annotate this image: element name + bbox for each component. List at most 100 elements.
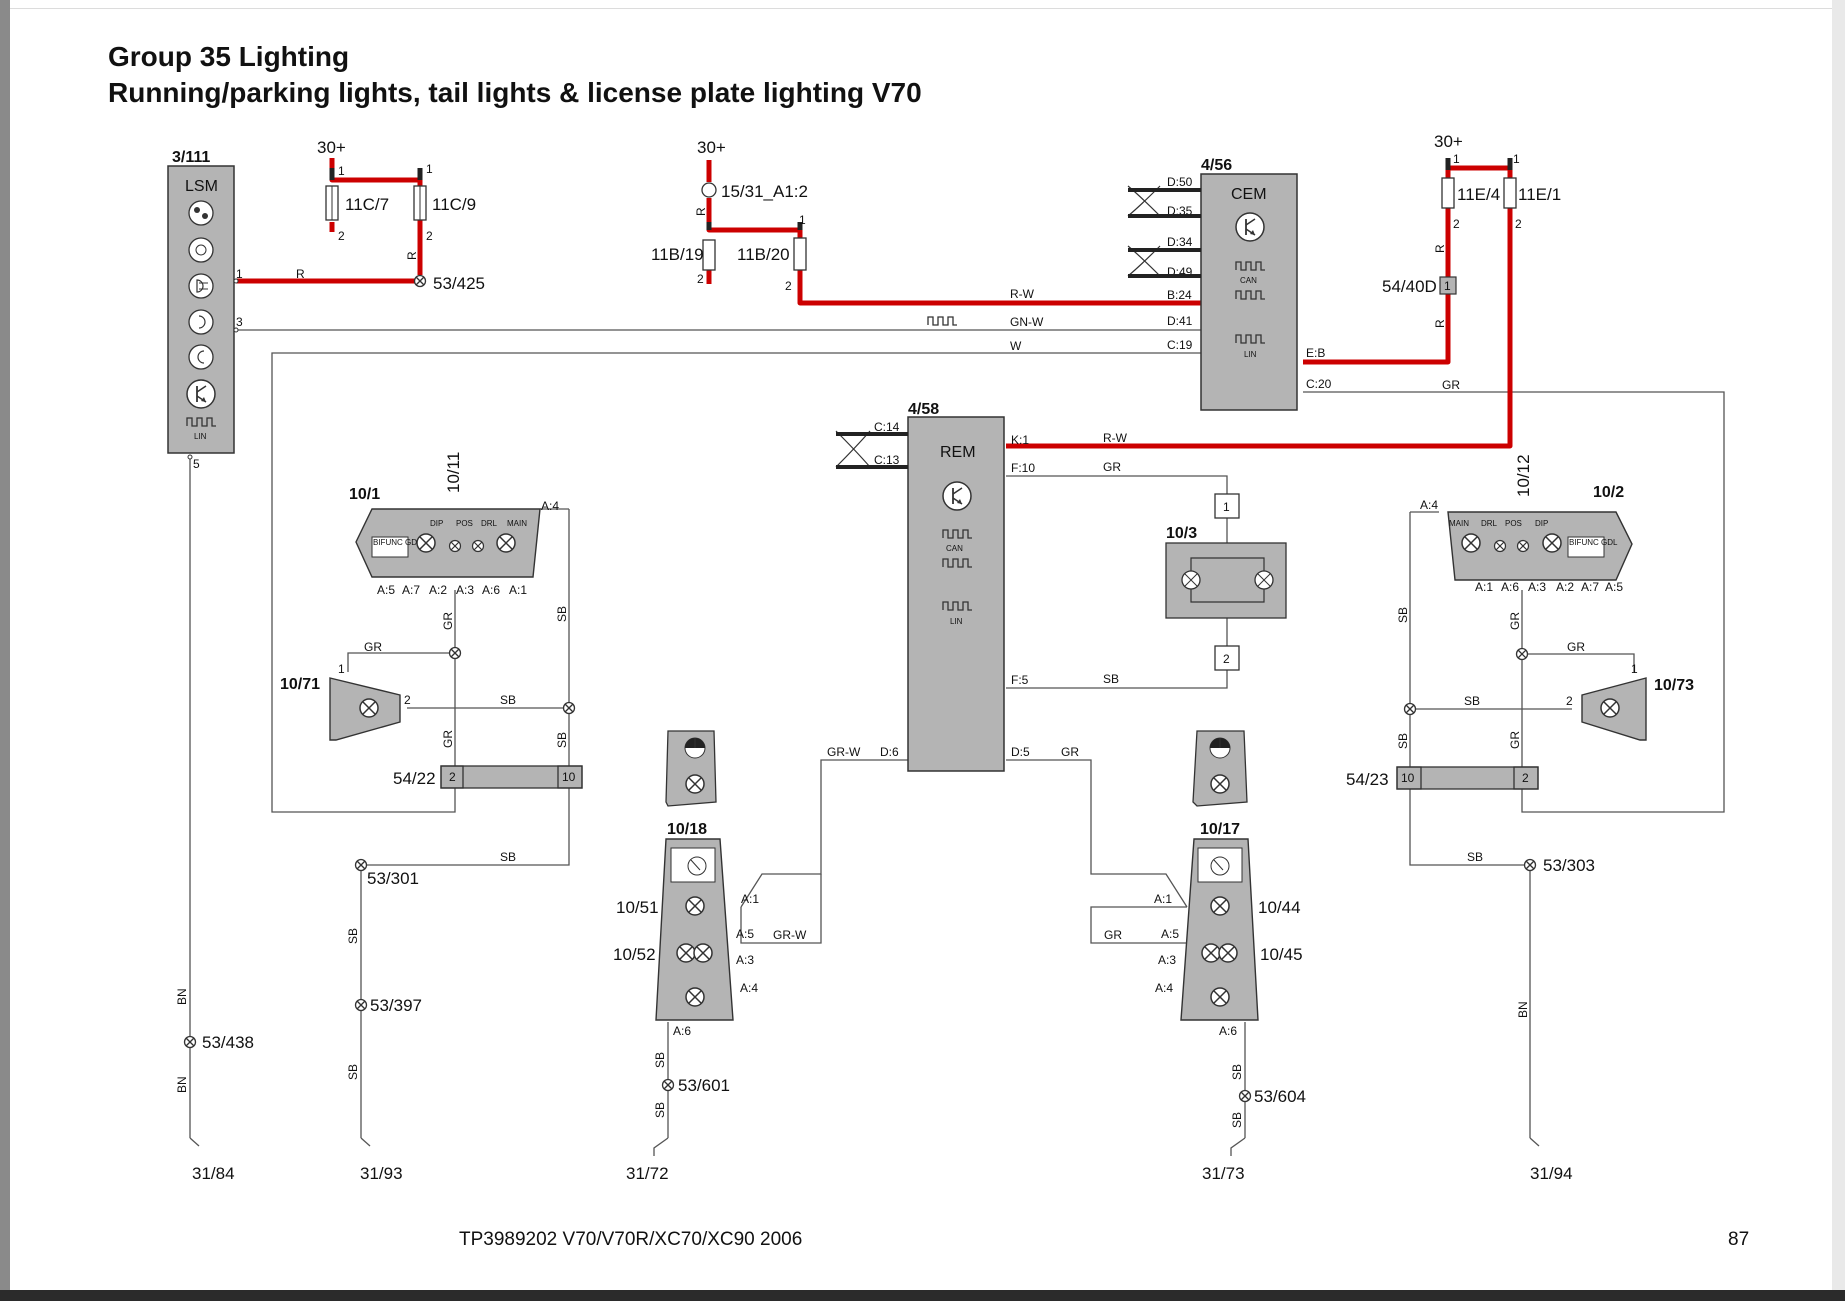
bulb-10-45-icon <box>1201 943 1221 963</box>
side-marker-pin: 2 <box>1566 694 1573 708</box>
wire-color-label: SB <box>653 1052 667 1068</box>
bulb-10-52-icon <box>693 943 713 963</box>
bulb-icon <box>1516 539 1530 553</box>
bulb-icon <box>496 533 516 553</box>
wire-color-label: SB <box>1467 850 1483 864</box>
bulb-label: DRL <box>1481 519 1498 528</box>
rem-pin: D:6 <box>880 745 899 759</box>
connector-pin: 2 <box>449 770 456 784</box>
headlamp-pin: A:5 <box>377 583 395 597</box>
fuse-pin: 2 <box>785 279 792 293</box>
viewer-bottom-toolbar[interactable] <box>0 1290 1845 1301</box>
side-marker-pin: 1 <box>338 662 345 676</box>
fuse-11b20: 11B/20 1 2 <box>737 213 807 293</box>
fuse-11c9-label: 11C/9 <box>432 195 476 214</box>
wire-color-label: R-W <box>1010 287 1035 301</box>
diagram-title: Group 35 Lighting <box>108 41 349 72</box>
connector-54-22: 54/22 2 10 <box>393 765 583 789</box>
headlamp-pin: A:1 <box>1475 580 1493 594</box>
splice-53-425-label: 53/425 <box>433 274 485 293</box>
lsm-module: 3/111 LSM LIN 1 3 5 <box>167 149 243 471</box>
wire-color-label: GR <box>1442 378 1460 392</box>
diagram-subtitle: Running/parking lights, tail lights & li… <box>108 77 922 108</box>
tail-pin: A:1 <box>741 892 759 906</box>
bulb-10-45-icon <box>1218 943 1238 963</box>
cem-pin: D:50 <box>1167 175 1193 189</box>
splice-53-301 <box>354 858 368 872</box>
cem-transistor-icon <box>1235 212 1265 242</box>
splice-icon <box>562 701 576 715</box>
tail-pin: A:3 <box>1158 953 1176 967</box>
bulb-10-52-icon <box>676 943 696 963</box>
ground-symbols <box>189 1137 1540 1156</box>
wire-color-label: SB <box>1396 733 1410 749</box>
fuse-11e1: 1 2 11E/1 <box>1503 152 1561 231</box>
tail-lamp-left-ref: 10/18 <box>667 821 707 838</box>
bulb-label: POS <box>456 519 473 528</box>
splice-53-604-label: 53/604 <box>1254 1087 1306 1106</box>
headlamp-left-sub: 10/11 <box>444 452 463 493</box>
rem-ref: 4/58 <box>908 401 939 418</box>
bulb-label: DRL <box>481 519 498 528</box>
headlamp-pin: A:4 <box>541 499 559 513</box>
ground-31-73-label: 31/73 <box>1202 1164 1245 1183</box>
lsm-name: LSM <box>185 178 218 195</box>
wire-color-label: GR <box>1104 928 1122 942</box>
bulb-label: 10/52 <box>613 945 656 964</box>
lsm-rear-fog-icon <box>188 344 214 370</box>
cem-pin: E:B <box>1306 346 1325 360</box>
bulb-label: BIFUNC GDL <box>373 538 422 547</box>
cem-pin: B:24 <box>1167 288 1192 302</box>
wire-color-label: R-W <box>1103 431 1128 445</box>
wire-color-label: GR <box>1061 745 1079 759</box>
bulb-icon <box>685 987 705 1007</box>
headlamp-right-ref: 10/2 <box>1593 484 1624 501</box>
splice-53-601 <box>661 1078 675 1092</box>
headlamp-pin: A:3 <box>456 583 474 597</box>
connector-pin: 10 <box>562 770 576 784</box>
plate-pin: 1 <box>1223 500 1230 514</box>
splice-53-397-label: 53/397 <box>370 996 422 1015</box>
side-marker-pin: 2 <box>404 693 411 707</box>
headlamp-left: 10/1 10/11 BIFUNC GDL DIP POS DRL MAIN A… <box>349 452 559 597</box>
bulb-10-44-icon <box>1210 896 1230 916</box>
rem-pin: C:13 <box>874 453 900 467</box>
bulb-label: DIP <box>430 519 443 528</box>
rem-name: REM <box>940 444 976 461</box>
tail-pin: A:1 <box>1154 892 1172 906</box>
fuse-pin: 2 <box>338 229 345 243</box>
page-top-edge <box>10 8 1832 9</box>
wire-color-label: GR <box>441 612 455 630</box>
footer-page-number: 87 <box>1728 1229 1749 1250</box>
lsm-pin: 5 <box>193 457 200 471</box>
fuse-11e4-label: 11E/4 <box>1457 185 1500 204</box>
tail-pin: A:4 <box>740 981 758 995</box>
bulb-icon <box>1210 987 1230 1007</box>
wire-color-label: R <box>405 251 419 260</box>
splice-53-438 <box>183 1035 197 1049</box>
power-wires <box>236 158 1513 449</box>
side-marker-right: 10/73 1 2 <box>1566 662 1694 741</box>
fuse-pin: 1 <box>1453 152 1460 166</box>
tail-lamp-right: 10/17 10/44 10/45 A:1 A:5 A:3 A:4 A:6 <box>1154 730 1303 1038</box>
ground-31-94-label: 31/94 <box>1530 1164 1573 1183</box>
connector-54-23-label: 54/23 <box>1346 770 1389 789</box>
cem-module: 4/56 CEM CAN LIN D:50 D:35 D:34 D:49 B:2… <box>1127 157 1332 411</box>
fuse-11b20-label: 11B/20 <box>737 245 790 264</box>
ground-31-72-label: 31/72 <box>626 1164 669 1183</box>
splice-53-604 <box>1238 1089 1252 1103</box>
fuse-pin: 2 <box>697 272 704 286</box>
splice-53-438-label: 53/438 <box>202 1033 254 1052</box>
bulb-10-51-icon <box>685 896 705 916</box>
ground-31-93-label: 31/93 <box>360 1164 403 1183</box>
headlamp-pin: A:6 <box>1501 580 1519 594</box>
fuse-11c7: 30+ 1 2 11C/7 <box>317 138 389 243</box>
lsm-pin: 3 <box>236 315 243 329</box>
fuse-pin: 1 <box>1513 152 1520 166</box>
bulb-label: MAIN <box>507 519 527 528</box>
wire-color-label: SB <box>1230 1064 1244 1080</box>
bulb-icon <box>1493 539 1507 553</box>
fuse-pin: 1 <box>426 162 433 176</box>
cem-pin: C:20 <box>1306 377 1332 391</box>
